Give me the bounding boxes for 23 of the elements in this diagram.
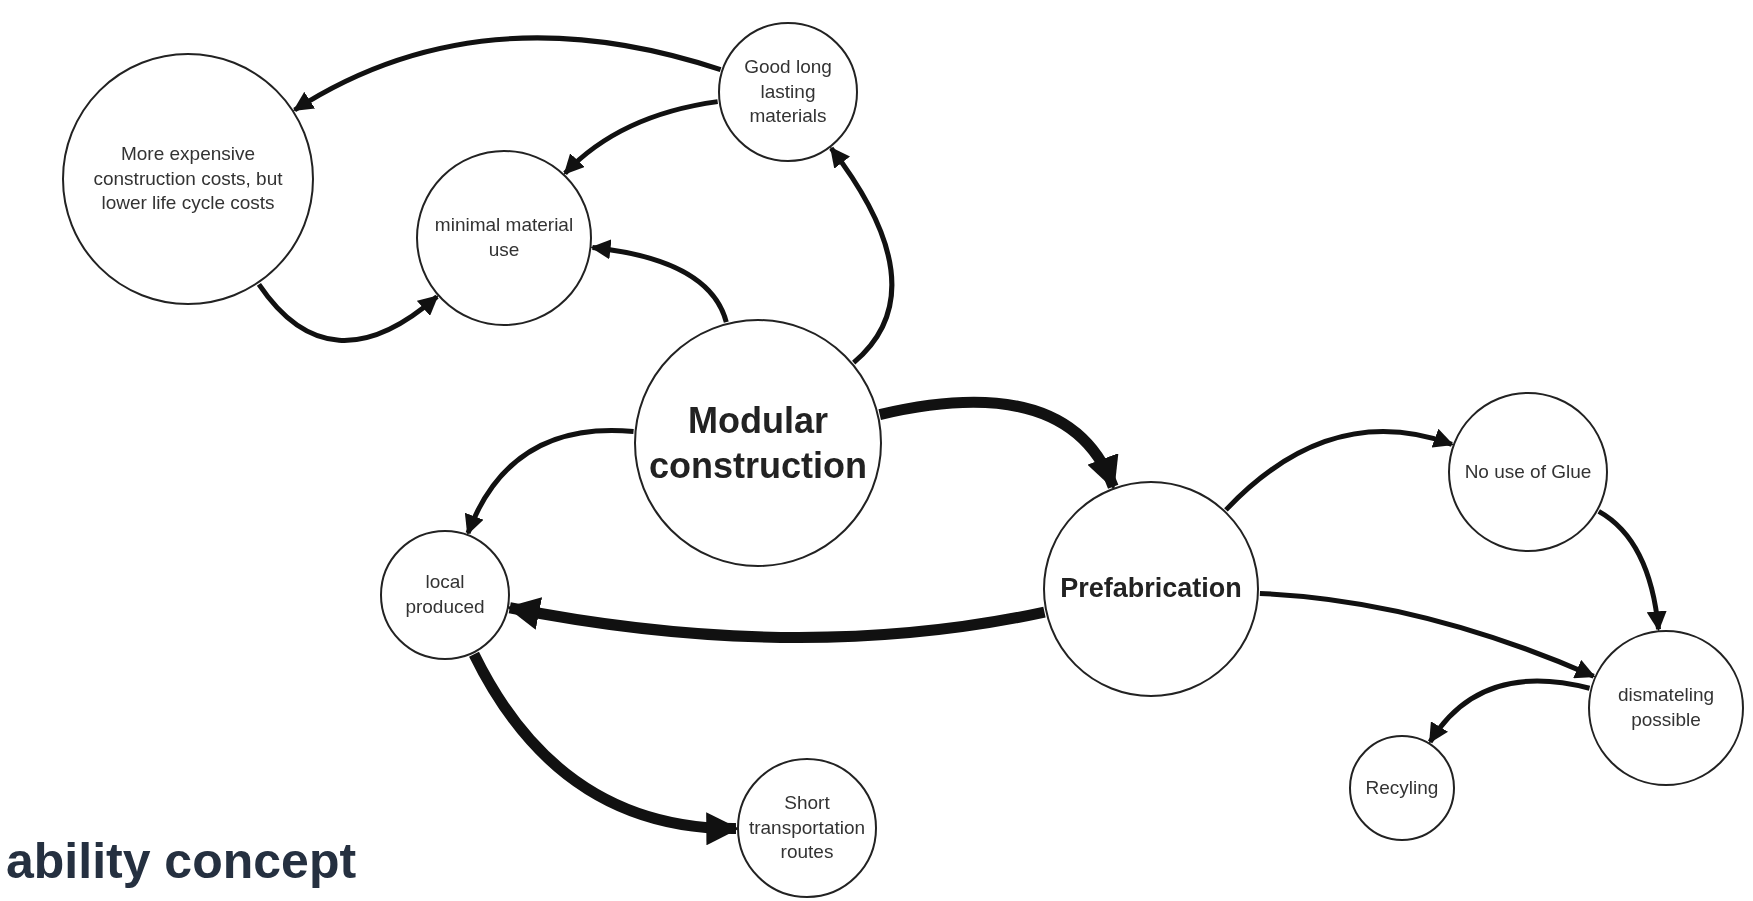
curved-arrow	[506, 596, 1046, 643]
curved-arrow	[1597, 509, 1667, 632]
node-label: Modular construction	[648, 399, 868, 488]
node-label: Recyling	[1364, 775, 1440, 800]
curved-arrow	[1428, 678, 1591, 744]
curved-arrow	[1259, 590, 1596, 679]
curved-arrow	[563, 99, 719, 176]
heading-text: ability concept	[6, 832, 357, 890]
node-label: minimal material use	[433, 213, 575, 262]
node-label: Good long lasting materials	[743, 54, 833, 129]
curved-arrow	[1224, 429, 1454, 512]
curved-arrow	[829, 146, 895, 365]
node-label: No use of Glue	[1463, 459, 1593, 484]
curved-arrow	[590, 239, 729, 323]
curved-arrow	[878, 396, 1119, 490]
node-label: Short transportation routes	[747, 790, 867, 865]
node-label: Prefabrication	[1059, 572, 1243, 606]
curved-arrow	[292, 35, 722, 113]
curved-arrow	[256, 282, 439, 343]
node-label: local produced	[404, 570, 486, 619]
node-label: More expensive construction costs, but lower life cycle costs	[92, 141, 284, 216]
curved-arrow	[465, 427, 634, 535]
node-label: dismateling possible	[1616, 683, 1716, 732]
